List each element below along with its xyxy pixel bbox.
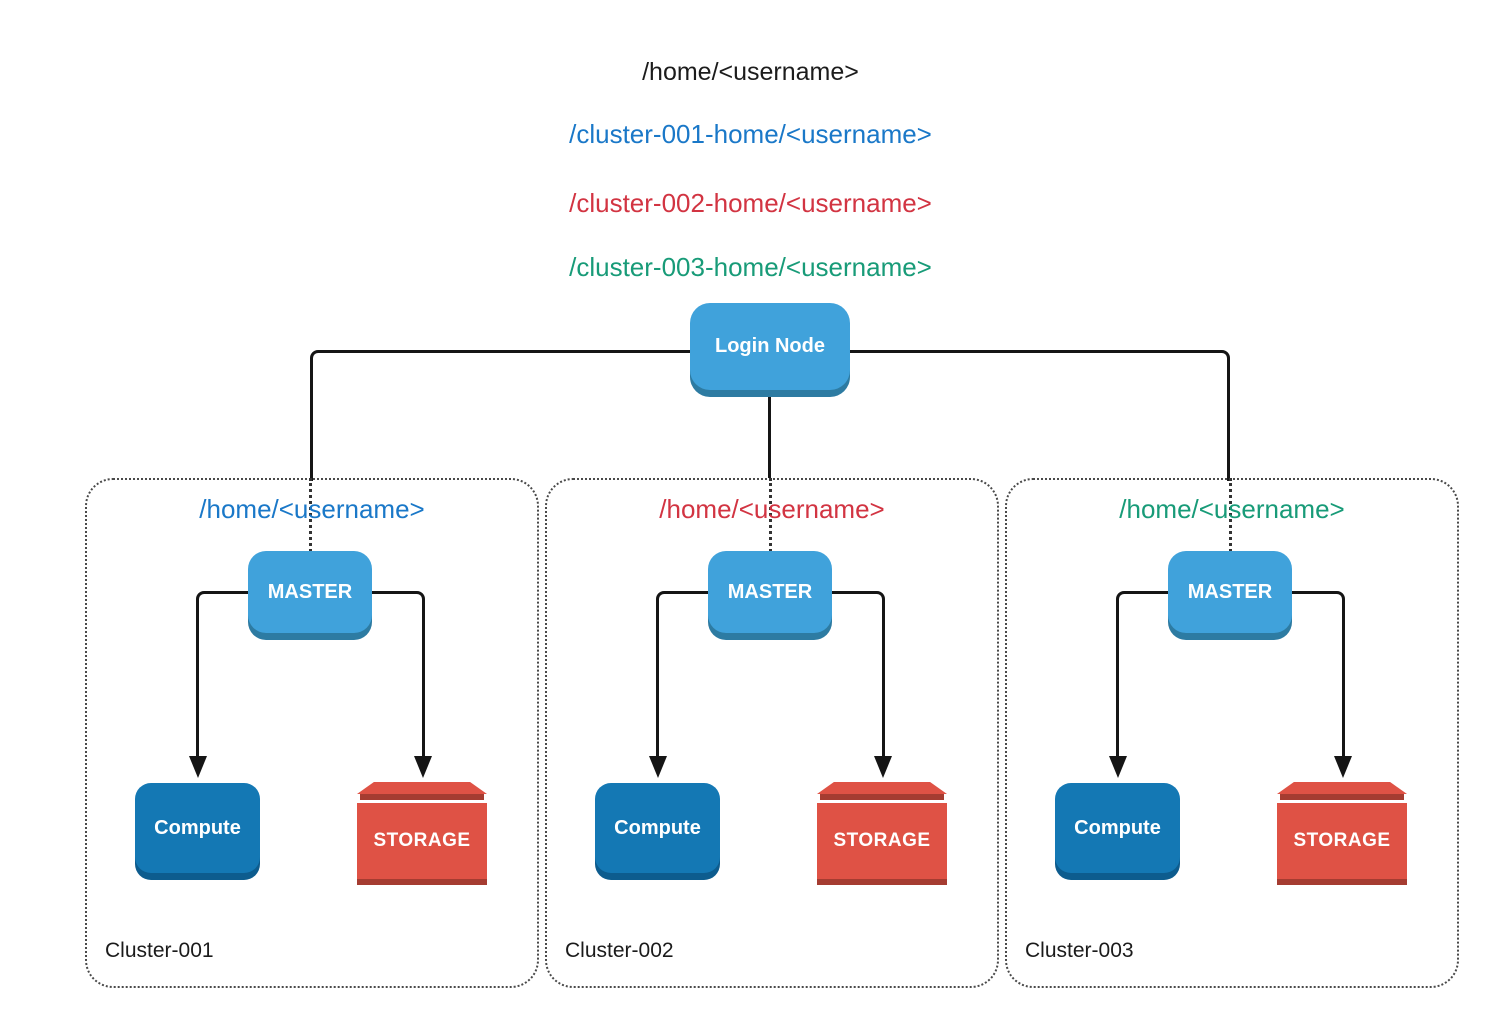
connector-master-to-storage — [832, 591, 885, 758]
arrowhead-compute — [649, 756, 667, 778]
arrowhead-storage — [414, 756, 432, 778]
arrowhead-storage — [1334, 756, 1352, 778]
master-node-label: MASTER — [1187, 580, 1273, 603]
cluster-name-label: Cluster-003 — [1025, 939, 1134, 962]
dotted-connector-to-master — [769, 478, 772, 552]
storage-label: STORAGE — [833, 830, 931, 851]
storage-lid-edge — [360, 794, 484, 800]
connector-login-to-cluster-003 — [770, 350, 1230, 481]
cluster-name-label: Cluster-001 — [105, 939, 214, 962]
login-node-box: Login Node — [690, 303, 850, 390]
cluster-home-path-label: /home/<username> — [659, 494, 885, 524]
compute-node-label: Compute — [614, 816, 701, 839]
arrowhead-compute — [1109, 756, 1127, 778]
dotted-connector-to-master — [309, 478, 312, 552]
path-label-cluster-003-home: /cluster-003-home/<username> — [569, 252, 932, 282]
storage-base-edge — [357, 879, 487, 885]
master-node-box: MASTER — [708, 551, 832, 633]
compute-node-label: Compute — [154, 816, 241, 839]
master-node-box: MASTER — [1168, 551, 1292, 633]
connector-login-to-cluster-001 — [310, 350, 770, 481]
storage-lid — [817, 782, 947, 794]
arrowhead-compute — [189, 756, 207, 778]
cluster-001-container: /home/<username> MASTER Compute STORAGE … — [85, 478, 539, 988]
storage-body: STORAGE — [817, 803, 947, 879]
storage-lid-edge — [1280, 794, 1404, 800]
compute-node-label: Compute — [1074, 816, 1161, 839]
storage-body: STORAGE — [1277, 803, 1407, 879]
storage-box: STORAGE — [357, 782, 487, 885]
path-label-cluster-001-home: /cluster-001-home/<username> — [569, 119, 932, 149]
connector-master-to-compute — [196, 591, 251, 758]
storage-label: STORAGE — [373, 830, 471, 851]
dotted-connector-to-master — [1229, 478, 1232, 552]
storage-lid — [357, 782, 487, 794]
arrowhead-storage — [874, 756, 892, 778]
cluster-home-path-label: /home/<username> — [199, 494, 425, 524]
connector-master-to-storage — [1292, 591, 1345, 758]
cluster-002-container: /home/<username> MASTER Compute STORAGE … — [545, 478, 999, 988]
path-label-home: /home/<username> — [642, 58, 859, 86]
master-node-label: MASTER — [267, 580, 353, 603]
cluster-name-label: Cluster-002 — [565, 939, 674, 962]
storage-base-edge — [1277, 879, 1407, 885]
storage-lid-edge — [820, 794, 944, 800]
storage-body: STORAGE — [357, 803, 487, 879]
storage-box: STORAGE — [817, 782, 947, 885]
compute-node-box: Compute — [135, 783, 260, 873]
storage-label: STORAGE — [1293, 830, 1391, 851]
storage-base-edge — [817, 879, 947, 885]
cluster-home-path-label: /home/<username> — [1119, 494, 1345, 524]
master-node-box: MASTER — [248, 551, 372, 633]
connector-master-to-compute — [1116, 591, 1171, 758]
storage-lid — [1277, 782, 1407, 794]
compute-node-box: Compute — [595, 783, 720, 873]
compute-node-box: Compute — [1055, 783, 1180, 873]
connector-master-to-compute — [656, 591, 711, 758]
master-node-label: MASTER — [727, 580, 813, 603]
login-node-label: Login Node — [715, 335, 825, 357]
storage-box: STORAGE — [1277, 782, 1407, 885]
cluster-003-container: /home/<username> MASTER Compute STORAGE … — [1005, 478, 1459, 988]
connector-login-to-cluster-002 — [768, 392, 771, 478]
path-label-cluster-002-home: /cluster-002-home/<username> — [569, 188, 932, 218]
connector-master-to-storage — [372, 591, 425, 758]
